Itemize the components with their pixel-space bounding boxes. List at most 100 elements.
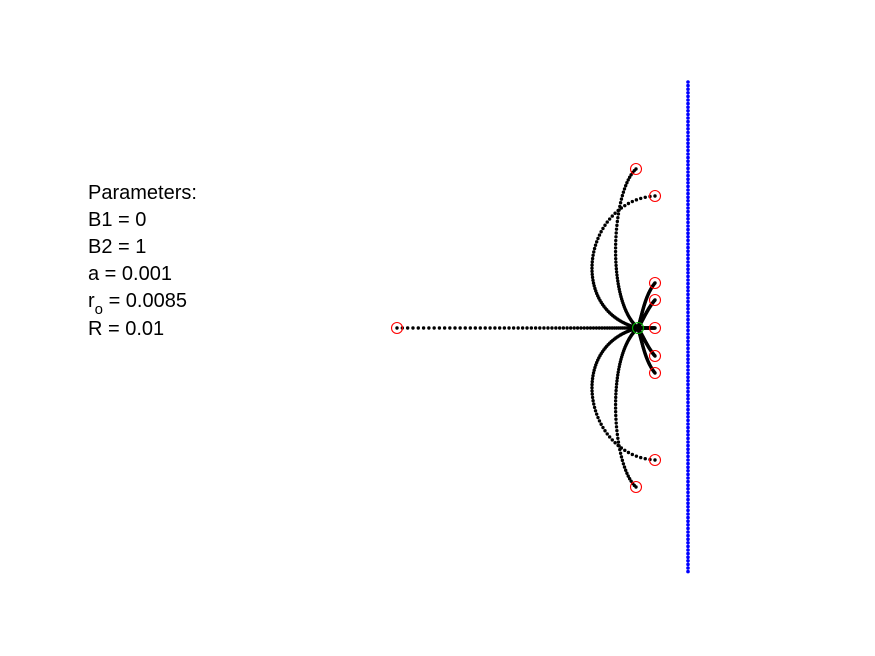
trajectory-point [511,326,516,330]
trajectory-point [616,436,620,441]
boundary-point [686,472,690,477]
boundary-point [686,285,690,290]
boundary-point [686,249,690,253]
boundary-point [686,213,690,217]
trajectory-point [590,382,594,387]
trajectory-point [614,231,618,235]
boundary-point [686,508,690,513]
trajectory-point [614,425,619,429]
boundary-point [686,260,690,264]
boundary-point [686,80,690,84]
trajectory-point [613,211,617,215]
trajectory-point [483,326,487,330]
trajectory-point [616,208,620,213]
trajectory-point [554,326,558,330]
boundary-point [686,361,690,365]
trajectory-point [557,326,562,330]
trajectory-point [622,187,627,191]
param-ro: ro = 0.0085 [88,288,197,318]
trajectory-point [442,326,447,330]
trajectory-point [616,282,620,286]
boundary-point [686,314,690,318]
boundary-point [686,159,690,163]
trajectory-point [575,326,580,330]
trajectory-point [615,428,619,433]
trajectory-point [594,326,599,330]
trajectory-point [488,326,492,330]
trajectory-point [630,199,635,204]
trajectory-point [614,238,618,243]
param-b1: B1 = 0 [88,209,147,231]
trajectory-point [629,173,633,177]
trajectory-point [614,267,619,271]
boundary-point [686,87,690,91]
trajectory-point [614,260,618,264]
trajectory-point [613,399,618,403]
boundary-point [686,105,690,109]
trajectory-point [405,326,410,330]
trajectory-point [615,219,620,224]
boundary-point [686,357,690,362]
boundary-point [686,494,690,498]
boundary-wall [686,80,690,574]
boundary-point [686,397,690,401]
boundary-point [686,256,690,261]
trajectory-point [592,250,596,254]
boundary-point [686,447,690,452]
param-ro-value: = 0.0085 [103,290,187,312]
trajectory-point [427,326,431,330]
boundary-point [686,559,690,563]
boundary-point [686,220,690,225]
trajectory-point [620,193,625,198]
trajectory-point [592,246,597,251]
trajectory-point [614,392,618,396]
boundary-point [686,353,690,358]
trajectory-point [597,419,602,423]
trajectory-point [538,326,542,330]
boundary-point [686,202,690,207]
trajectory-point [601,226,605,231]
trajectory-point [591,326,596,330]
trajectory-point [590,263,594,267]
trajectory-point [597,326,601,330]
boundary-point [686,530,690,534]
trajectory-point [634,454,639,458]
start-marker [629,162,643,176]
boundary-point [686,332,690,336]
trajectory-point [590,389,594,393]
trajectory-point [615,376,620,380]
start-marker [648,366,662,380]
trajectory-point [625,181,629,185]
trajectory-point [614,417,618,421]
boundary-point [686,112,690,117]
boundary-point [686,307,690,311]
trajectory-point [520,326,525,330]
trajectory-point [615,432,620,437]
boundary-point [686,267,690,272]
boundary-point [686,375,690,380]
boundary-point [686,91,690,95]
trajectory-point [605,432,609,436]
boundary-point [686,404,690,408]
trajectory-point [582,326,586,330]
trajectory-point [643,457,647,461]
trajectory-point [636,326,640,330]
trajectory-point [497,326,502,330]
boundary-point [686,368,690,372]
trajectory-point [614,227,619,231]
boundary-point [686,127,690,131]
trajectory-point [614,235,618,239]
boundary-point [686,231,690,235]
trajectory-point [546,326,550,330]
trajectory-point [613,242,618,246]
param-b2: B2 = 1 [88,236,147,258]
boundary-point [686,188,690,192]
trajectory-point [597,233,602,237]
trajectory-set [395,167,657,489]
marker-set [390,162,662,494]
trajectory-point [623,203,627,208]
trajectory-point [592,284,596,288]
boundary-point [686,537,690,541]
boundary-point [686,271,690,275]
trajectory-point [613,402,618,407]
